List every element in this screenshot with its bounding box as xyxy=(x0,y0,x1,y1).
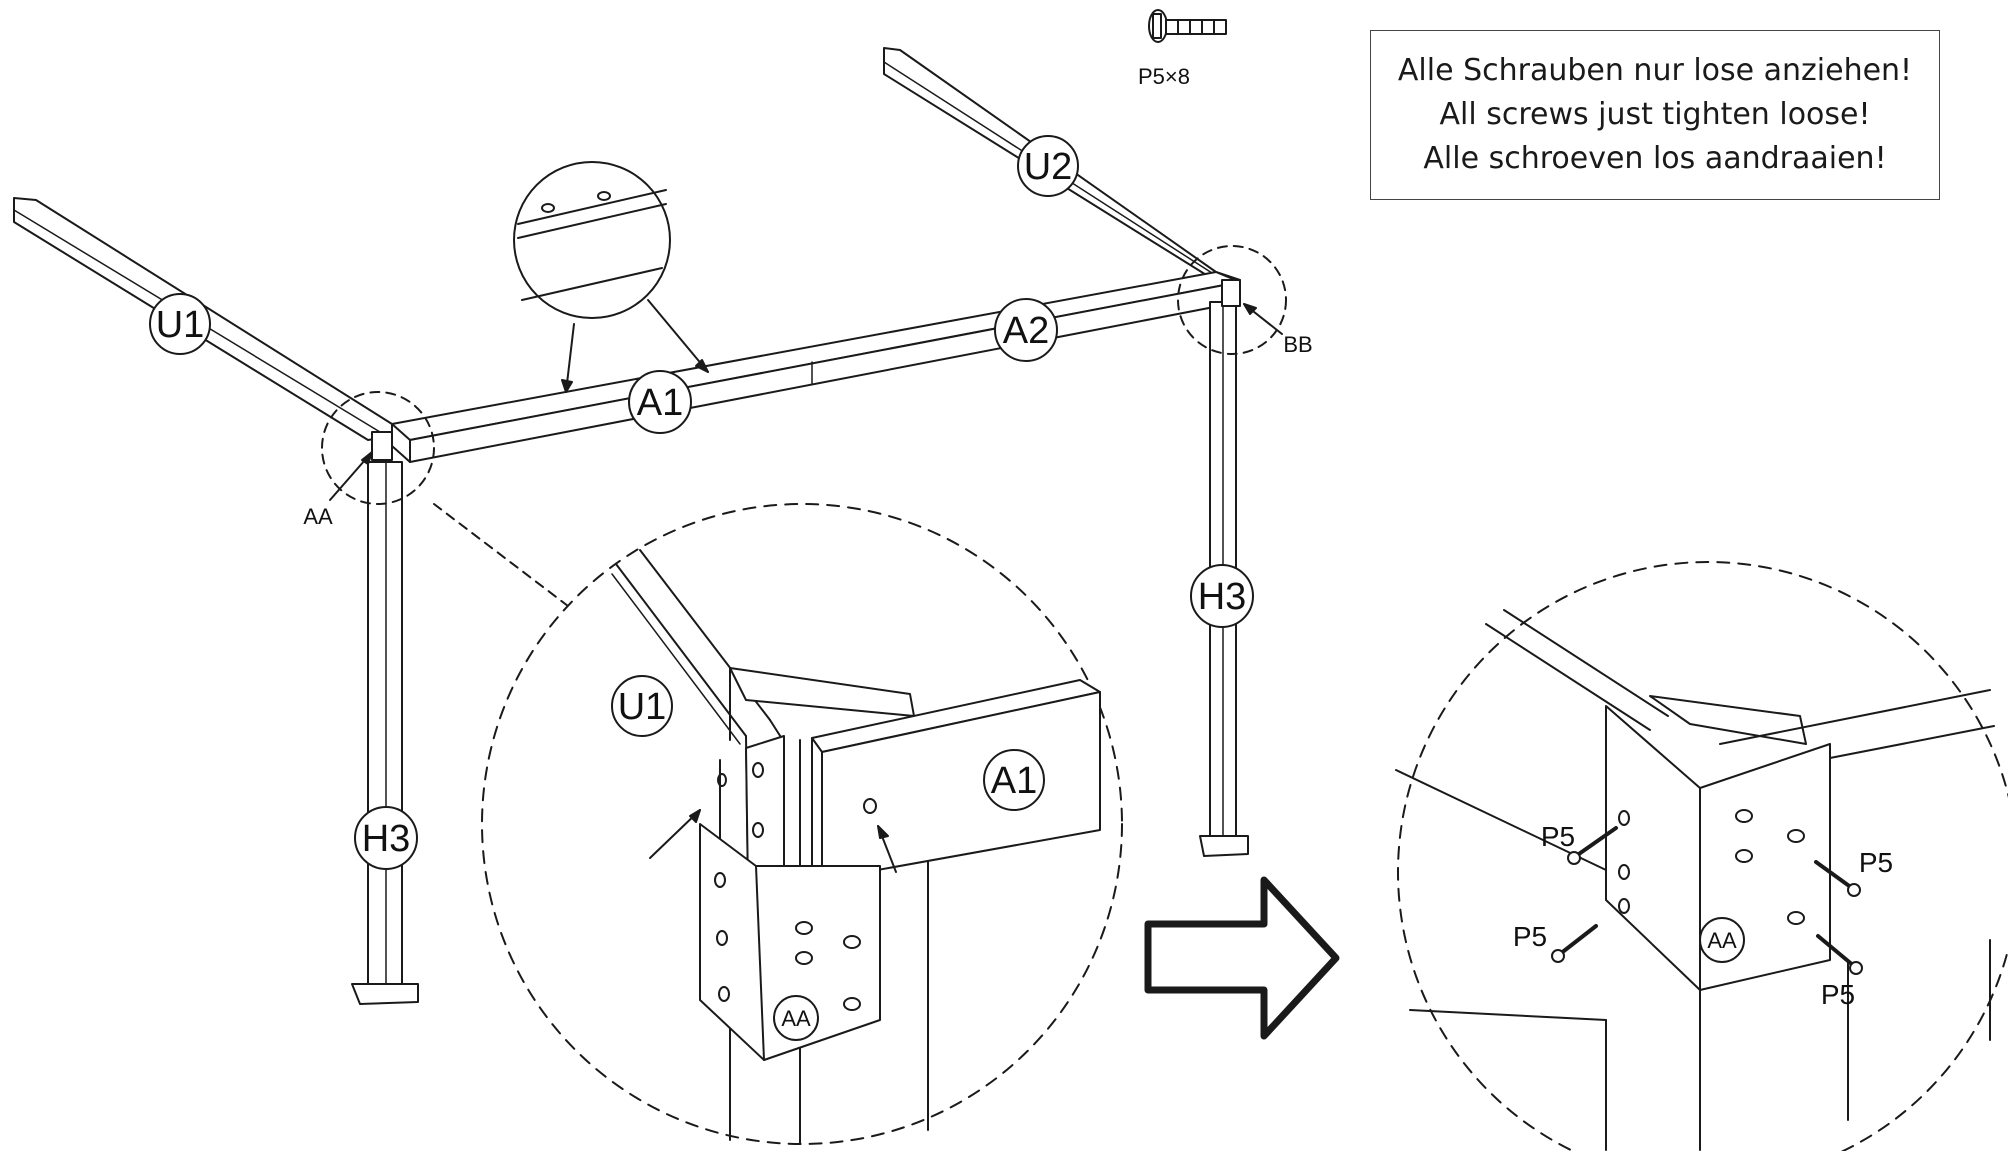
screw-size-label: P5×8 xyxy=(1138,64,1190,89)
instruction-note-box: Alle Schrauben nur lose anziehen! All sc… xyxy=(1370,30,1940,200)
screw-label-p5-bottom-right: P5 xyxy=(1821,979,1855,1010)
label-bb-text: BB xyxy=(1283,332,1312,357)
label-a1 xyxy=(628,370,692,434)
detail-view-aa-after xyxy=(1395,561,2008,1155)
detail2-label-aa-text: AA xyxy=(1707,928,1737,953)
detail-circle-bb xyxy=(1177,245,1287,355)
label-h3-right xyxy=(1190,564,1254,628)
bracket-bb-small xyxy=(1221,279,1241,307)
detail2-label-aa-circle xyxy=(1699,917,1745,963)
detail1-label-aa-circle xyxy=(773,995,819,1041)
detail1-label-u1-circle xyxy=(611,675,673,737)
bracket-aa-small xyxy=(371,431,393,461)
label-a1-text: A1 xyxy=(637,382,683,424)
detail1-label-a1-text: A1 xyxy=(991,760,1037,802)
frame-post-left xyxy=(351,461,419,1005)
label-h3-right-text: H3 xyxy=(1198,576,1247,618)
instruction-line-de: Alle Schrauben nur lose anziehen! xyxy=(1397,53,1913,88)
label-h3-left-text: H3 xyxy=(362,818,411,860)
screw-label-p5-top-right: P5 xyxy=(1859,847,1893,878)
detail1-label-aa-text: AA xyxy=(781,1006,811,1031)
label-h3-left xyxy=(354,806,418,870)
instruction-line-nl: Alle schroeven los aandraaien! xyxy=(1423,141,1887,176)
label-u2-text: U2 xyxy=(1024,146,1073,188)
detail1-label-a1-circle xyxy=(983,749,1045,811)
screw-label-p5-bottom-left: P5 xyxy=(1513,921,1547,952)
detail-leader-line xyxy=(433,503,569,607)
next-step-arrow-icon xyxy=(1144,876,1340,1040)
label-u1-text: U1 xyxy=(156,304,205,346)
frame-beam-a xyxy=(391,271,1241,463)
label-aa-text: AA xyxy=(303,504,333,529)
label-a2-text: A2 xyxy=(1003,310,1049,352)
label-a2 xyxy=(994,298,1058,362)
detail-circle-aa xyxy=(321,391,435,505)
screw-label-p5-top-left: P5 xyxy=(1541,821,1575,852)
detail-view-aa-before xyxy=(481,503,1123,1145)
instruction-line-en: All screws just tighten loose! xyxy=(1439,97,1871,132)
hole-detail-magnifier xyxy=(513,161,709,393)
label-u1 xyxy=(149,293,211,355)
screw-icon xyxy=(1148,9,1227,43)
detail1-label-u1-text: U1 xyxy=(618,686,667,728)
label-u2 xyxy=(1017,135,1079,197)
